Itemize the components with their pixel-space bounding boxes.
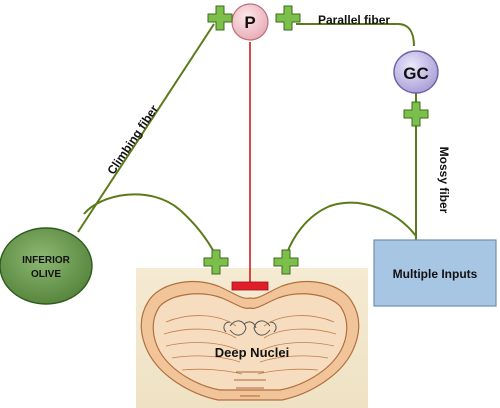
- inferior-olive-label-line2: OLIVE: [31, 269, 61, 280]
- plus-icon: [403, 101, 429, 127]
- plus-icon: [207, 5, 233, 31]
- excitatory-synapses: [203, 5, 429, 275]
- plus-icon: [203, 249, 229, 275]
- inferior-olive: INFERIOR OLIVE: [0, 227, 93, 305]
- climbing-fiber-label: Climbing fiber: [104, 102, 161, 177]
- granule-cell-label: GC: [403, 64, 429, 83]
- deep-nuclei-label: Deep Nuclei: [215, 345, 289, 360]
- olive-collateral-line: [83, 193, 217, 257]
- granule-cell: GC: [393, 50, 439, 94]
- multiple-inputs-box: Multiple Inputs: [373, 239, 497, 307]
- climbing-fiber-line: [77, 23, 215, 233]
- cerebellum-illustration: [140, 281, 360, 401]
- minus-icon: [231, 281, 269, 291]
- parallel-fiber-label: Parallel fiber: [318, 13, 390, 27]
- multiple-inputs-label: Multiple Inputs: [393, 267, 478, 281]
- parallel-fiber-line: [296, 23, 415, 47]
- purkinje-cell: P: [231, 3, 269, 41]
- plus-icon: [273, 249, 299, 275]
- mossy-fiber-label: Mossy fiber: [437, 147, 451, 214]
- inferior-olive-label-line1: INFERIOR: [22, 255, 71, 266]
- plus-icon: [275, 5, 301, 31]
- inputs-collateral-line: [285, 201, 417, 257]
- purkinje-label: P: [244, 13, 255, 32]
